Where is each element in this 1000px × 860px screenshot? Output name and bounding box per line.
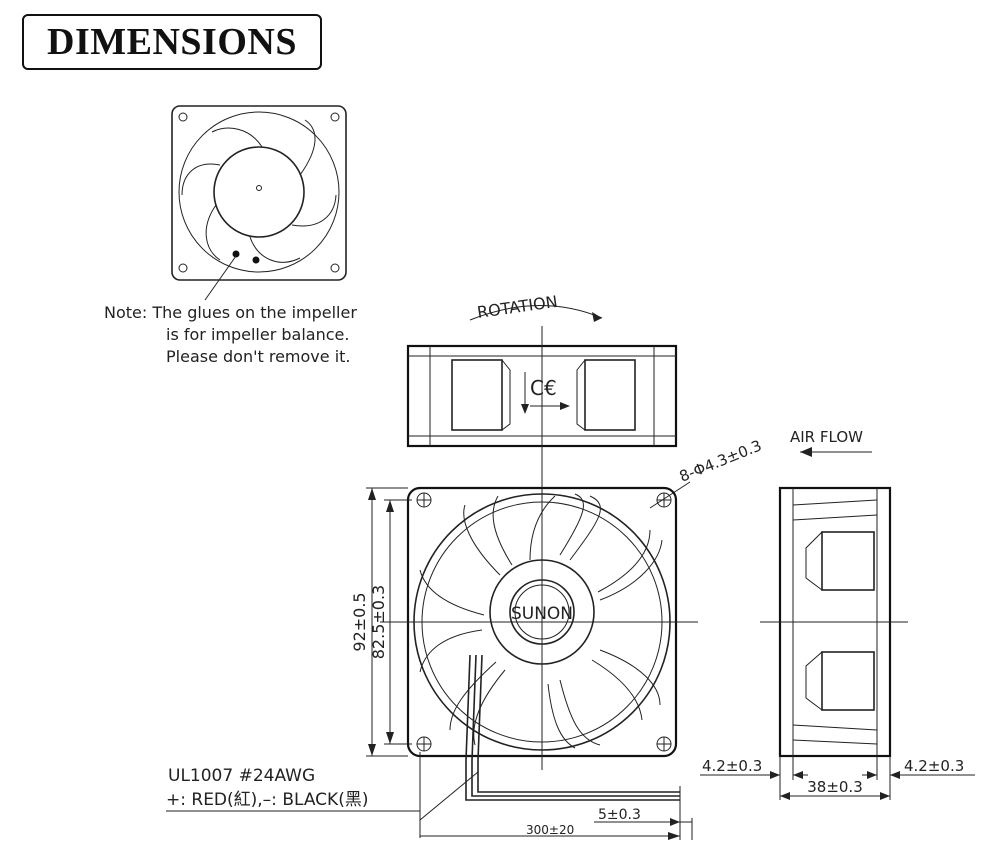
title-box: DIMENSIONS bbox=[22, 14, 322, 70]
glue-dot bbox=[232, 250, 240, 258]
note-line-2: is for impeller balance. bbox=[166, 325, 349, 344]
depth-dimensions: 4.2±0.3 4.2±0.3 38±0.3 bbox=[700, 756, 975, 800]
rib-right-label: 4.2±0.3 bbox=[904, 757, 964, 775]
small-fan-view bbox=[171, 105, 347, 301]
cable-assembly bbox=[419, 752, 693, 840]
main-front-view: SUNON bbox=[380, 470, 698, 770]
rotation-indicator: ROTATION bbox=[469, 292, 603, 322]
glue-dot bbox=[252, 256, 260, 264]
top-side-view: C€ bbox=[406, 326, 678, 470]
height-outer-label: 92±0.5 bbox=[350, 592, 369, 651]
cable-spec-label: UL1007 #24AWG bbox=[168, 766, 315, 786]
air-flow-indicator: AIR FLOW bbox=[790, 428, 872, 457]
wire-colors-label: +: RED(紅),–: BLACK(黑) bbox=[166, 790, 368, 810]
height-inner-label: 82.5±0.3 bbox=[369, 585, 388, 659]
depth-label: 38±0.3 bbox=[807, 778, 863, 796]
air-flow-label: AIR FLOW bbox=[790, 428, 863, 446]
right-side-view bbox=[760, 486, 908, 758]
cable-length-label: 300±20 bbox=[526, 823, 574, 837]
rib-left-label: 4.2±0.3 bbox=[702, 757, 762, 775]
ce-mark: C€ bbox=[530, 376, 557, 400]
mount-hole-label: 8-Φ4.3±0.3 bbox=[677, 436, 764, 485]
note-line-1: Note: The glues on the impeller bbox=[104, 303, 357, 322]
note-line-3: Please don't remove it. bbox=[166, 347, 351, 366]
page-title: DIMENSIONS bbox=[47, 21, 297, 63]
rotation-label: ROTATION bbox=[476, 292, 559, 322]
height-dimensions: 92±0.5 82.5±0.3 bbox=[350, 487, 412, 757]
strip-length-label: 5±0.3 bbox=[598, 807, 641, 823]
